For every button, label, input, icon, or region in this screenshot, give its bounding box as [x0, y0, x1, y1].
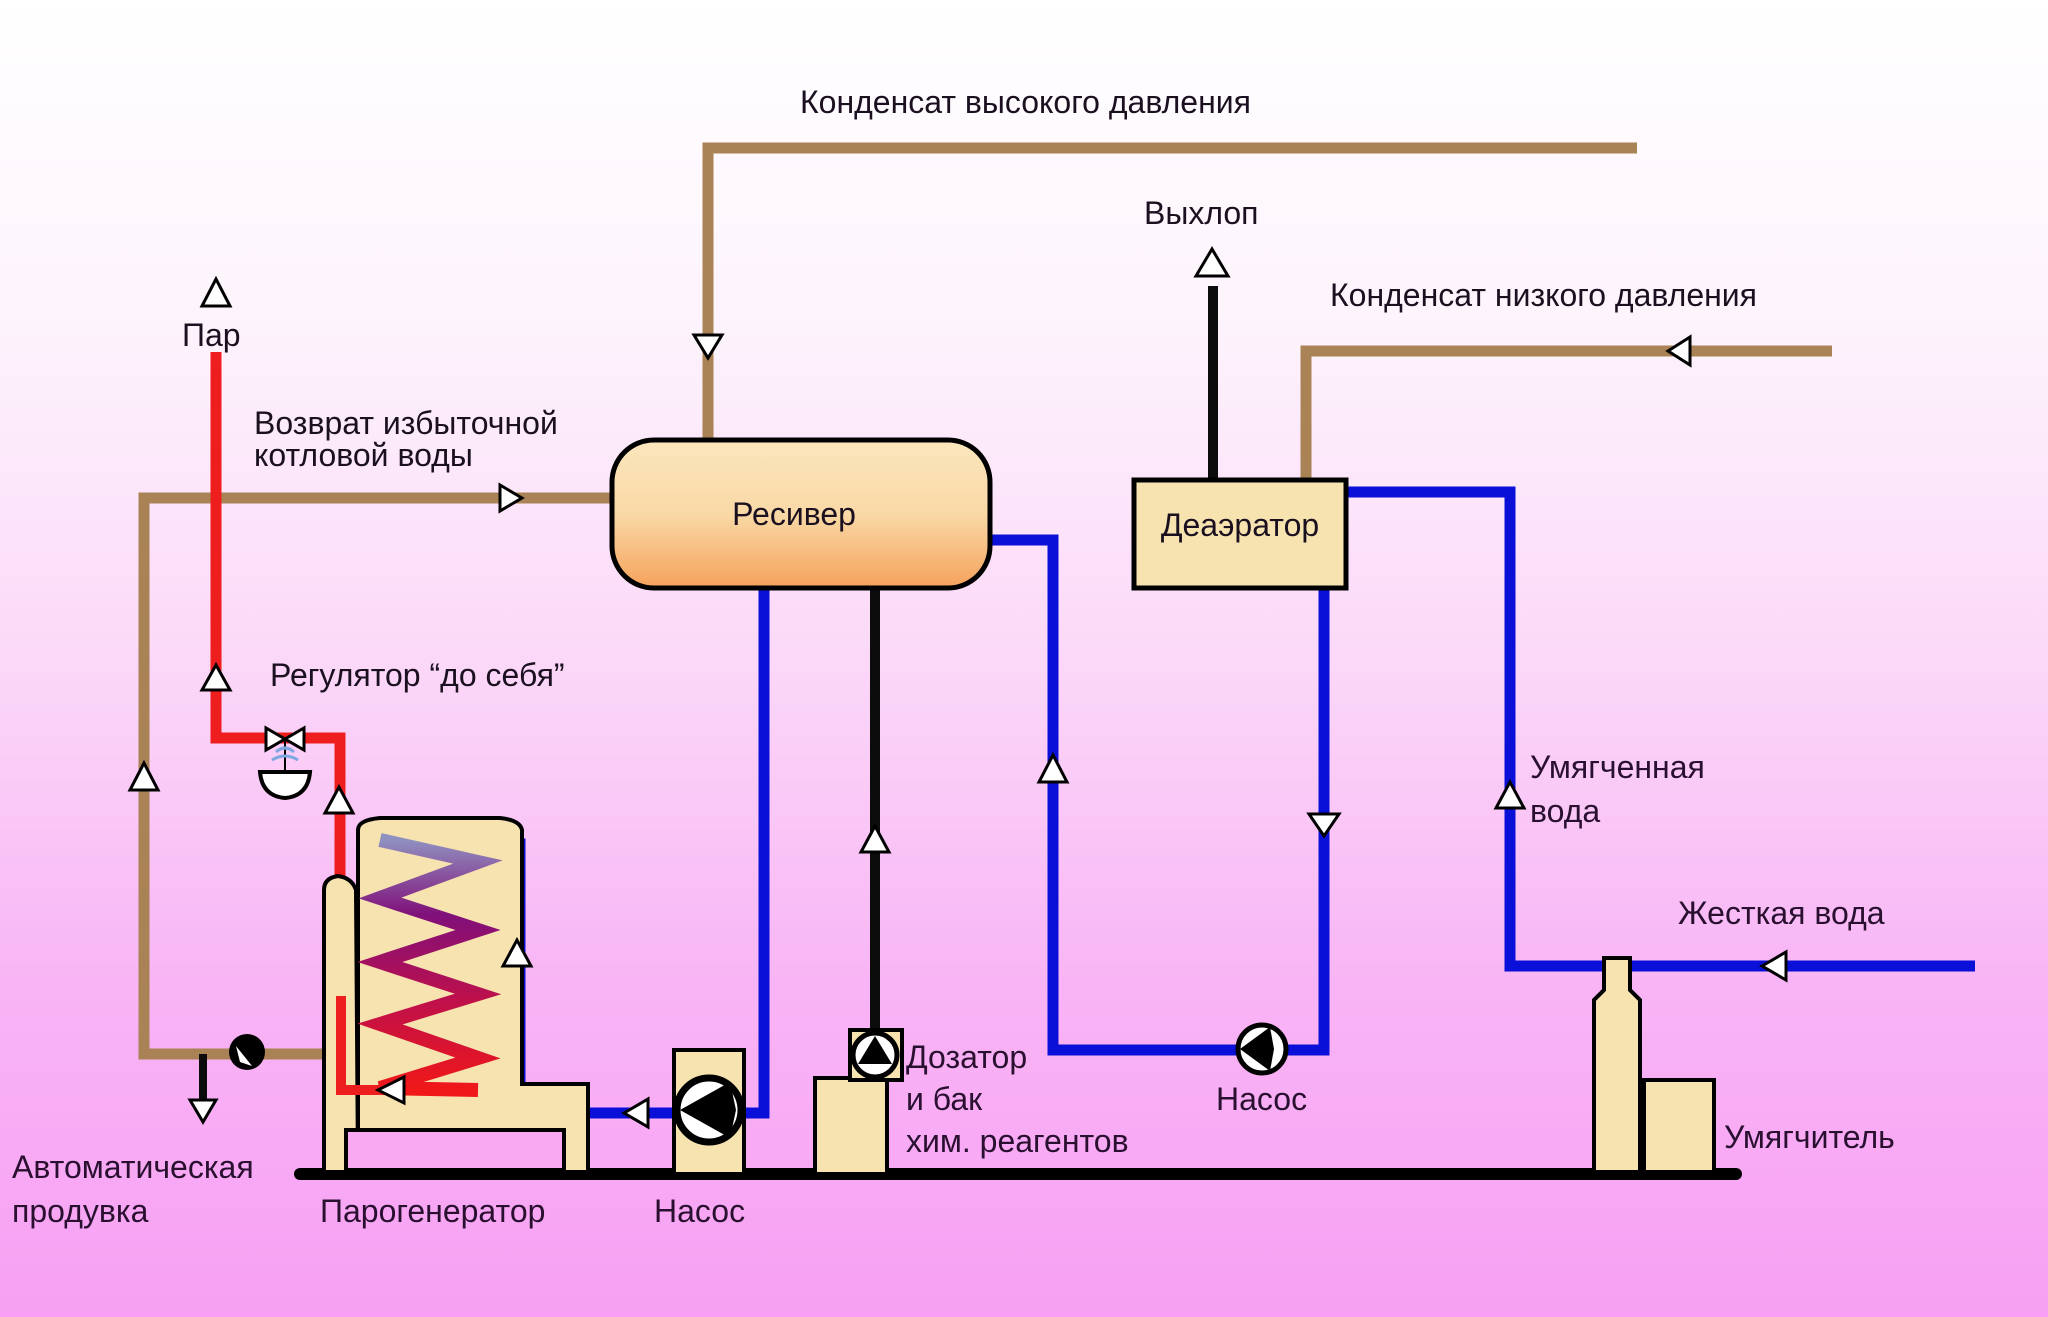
receiver-to-pump-pipe: [716, 590, 770, 1119]
feed-water-arrow-icon: [500, 936, 534, 968]
return-water-label-2: котловой воды: [254, 437, 473, 473]
softened-water-label-1: Умягченная: [1530, 749, 1705, 785]
dosator-label-1: Дозатор: [906, 1039, 1027, 1075]
blowdown-arrow-icon: [187, 1098, 219, 1125]
coil-arrow-icon: [374, 1074, 406, 1106]
receiver-tank: [609, 437, 993, 591]
steam-out-arrow-icon: [199, 275, 233, 308]
dosator-label-2: и бак: [906, 1081, 983, 1117]
feed-pump-outlet-arrow-icon: [621, 1096, 650, 1130]
pump-left-icon[interactable]: [673, 1074, 745, 1146]
chem-dose-arrow-icon: [858, 822, 892, 854]
lp-condensate-label: Конденсат низкого давления: [1330, 277, 1757, 313]
lp-condensate-pipe: [1300, 345, 1832, 478]
steam-regulator-arrow-icon: [199, 661, 233, 692]
steam-generator: [322, 816, 590, 1174]
hp-condensate-arrow-icon: [691, 333, 725, 361]
lp-condensate-arrow-icon: [1665, 334, 1692, 368]
regulator-label: Регулятор “до себя”: [270, 657, 565, 693]
deaerator-label: Деаэратор: [1161, 507, 1319, 543]
deaerator-down-arrow-icon: [1306, 812, 1342, 839]
dosing-pump-icon[interactable]: [850, 1030, 900, 1080]
return-water-label-1: Возврат избыточной: [254, 405, 558, 441]
heating-coil: [357, 833, 503, 1097]
softener-label: Умягчитель: [1724, 1119, 1895, 1155]
loop-up-arrow-icon: [1036, 751, 1070, 784]
steam-generator-out-arrow-icon: [322, 783, 356, 815]
pump-right-label: Насос: [1216, 1081, 1307, 1117]
hard-water-arrow-icon: [1759, 949, 1788, 983]
flow-arrows: [127, 246, 1788, 1130]
pump-right-icon[interactable]: [1235, 1022, 1289, 1076]
blowdown-valve-icon[interactable]: [229, 1034, 265, 1070]
pump-left-label: Насос: [654, 1193, 745, 1229]
softener: [1592, 956, 1716, 1174]
receiver-to-deaerator-loop-pipe: [990, 534, 1330, 1056]
blowdown-label-1: Автоматическая: [12, 1149, 254, 1185]
softened-water-arrow-icon: [1493, 778, 1527, 810]
steam-label: Пар: [182, 317, 241, 353]
softened-water-label-2: вода: [1530, 793, 1600, 829]
exhaust-label: Выхлоп: [1144, 195, 1259, 231]
steam-generator-label: Парогенератор: [320, 1193, 545, 1229]
hard-water-label: Жесткая вода: [1678, 895, 1885, 931]
deaerator-to-softener-pipe: [1348, 486, 1975, 972]
return-water-arrow-icon: [498, 482, 525, 514]
exhaust-arrow-icon: [1193, 246, 1231, 278]
blowdown-label-2: продувка: [12, 1193, 149, 1229]
receiver-label: Ресивер: [732, 496, 856, 532]
hp-condensate-label: Конденсат высокого давления: [800, 84, 1251, 120]
pressure-regulator-valve-icon[interactable]: [257, 725, 313, 801]
deaerator-tank: [1131, 477, 1349, 591]
return-riser-arrow-icon: [127, 759, 161, 792]
dosator-label-3: хим. реагентов: [906, 1123, 1129, 1159]
